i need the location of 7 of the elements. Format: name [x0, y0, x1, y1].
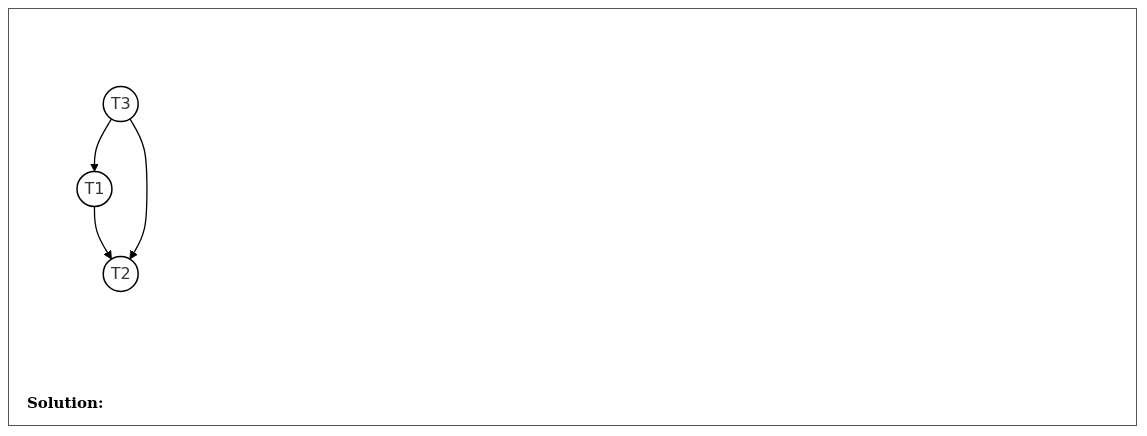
arrow	[129, 118, 148, 260]
node-circle: T2	[102, 255, 139, 293]
node-circle: T3	[102, 85, 139, 123]
solution-label: Solution:	[27, 394, 104, 412]
node-circle: T1	[76, 170, 113, 208]
arrow	[93, 205, 112, 260]
arrow	[90, 118, 113, 172]
